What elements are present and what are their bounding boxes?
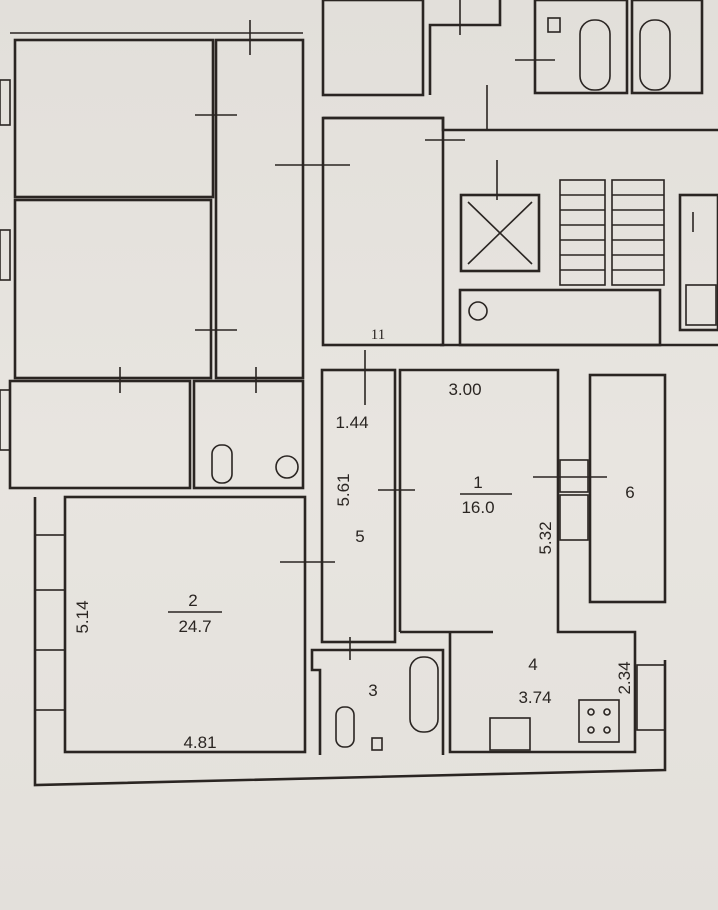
room-4-width: 2.34 bbox=[615, 661, 634, 694]
window-icon bbox=[34, 649, 66, 711]
room-6-number: 6 bbox=[625, 483, 634, 502]
sink-icon bbox=[275, 455, 299, 479]
toilet-icon bbox=[335, 706, 355, 748]
room-2-width: 4.81 bbox=[183, 733, 216, 752]
room-4-area: 3.74 bbox=[518, 688, 551, 707]
room-5-width: 1.44 bbox=[335, 413, 368, 432]
room-2-area: 24.7 bbox=[178, 617, 211, 636]
room-6 bbox=[588, 373, 667, 604]
room-1-number: 1 bbox=[473, 473, 482, 492]
sink-icon bbox=[489, 717, 531, 751]
room-3-number: 3 bbox=[368, 681, 377, 700]
room-2-number: 2 bbox=[188, 591, 197, 610]
drain-icon bbox=[371, 737, 383, 751]
room-1-length: 5.32 bbox=[536, 521, 555, 554]
room-2 bbox=[63, 495, 307, 754]
room-5-number: 5 bbox=[355, 527, 364, 546]
stairs-icon bbox=[559, 179, 665, 286]
stove-icon bbox=[578, 699, 620, 743]
bathtub-icon bbox=[639, 19, 671, 91]
window-icon bbox=[34, 534, 66, 591]
room-5 bbox=[320, 368, 397, 644]
toilet-icon bbox=[547, 17, 561, 33]
room-11-number: 11 bbox=[371, 327, 385, 343]
bathtub-icon bbox=[409, 656, 439, 733]
elevator-icon bbox=[459, 193, 541, 273]
room-2-length: 5.14 bbox=[73, 600, 92, 633]
room-1-area: 16.0 bbox=[461, 498, 494, 517]
stairwell-area bbox=[321, 0, 718, 347]
toilet-icon bbox=[211, 444, 233, 484]
bathtub-icon bbox=[579, 19, 611, 91]
stove-icon bbox=[685, 284, 717, 326]
neighbour-apartment-left bbox=[0, 20, 350, 490]
room-5-length: 5.61 bbox=[334, 473, 353, 506]
window-icon bbox=[636, 664, 666, 731]
apartment bbox=[33, 350, 667, 787]
room-4-number: 4 bbox=[528, 655, 537, 674]
room-1-width: 3.00 bbox=[448, 380, 481, 399]
